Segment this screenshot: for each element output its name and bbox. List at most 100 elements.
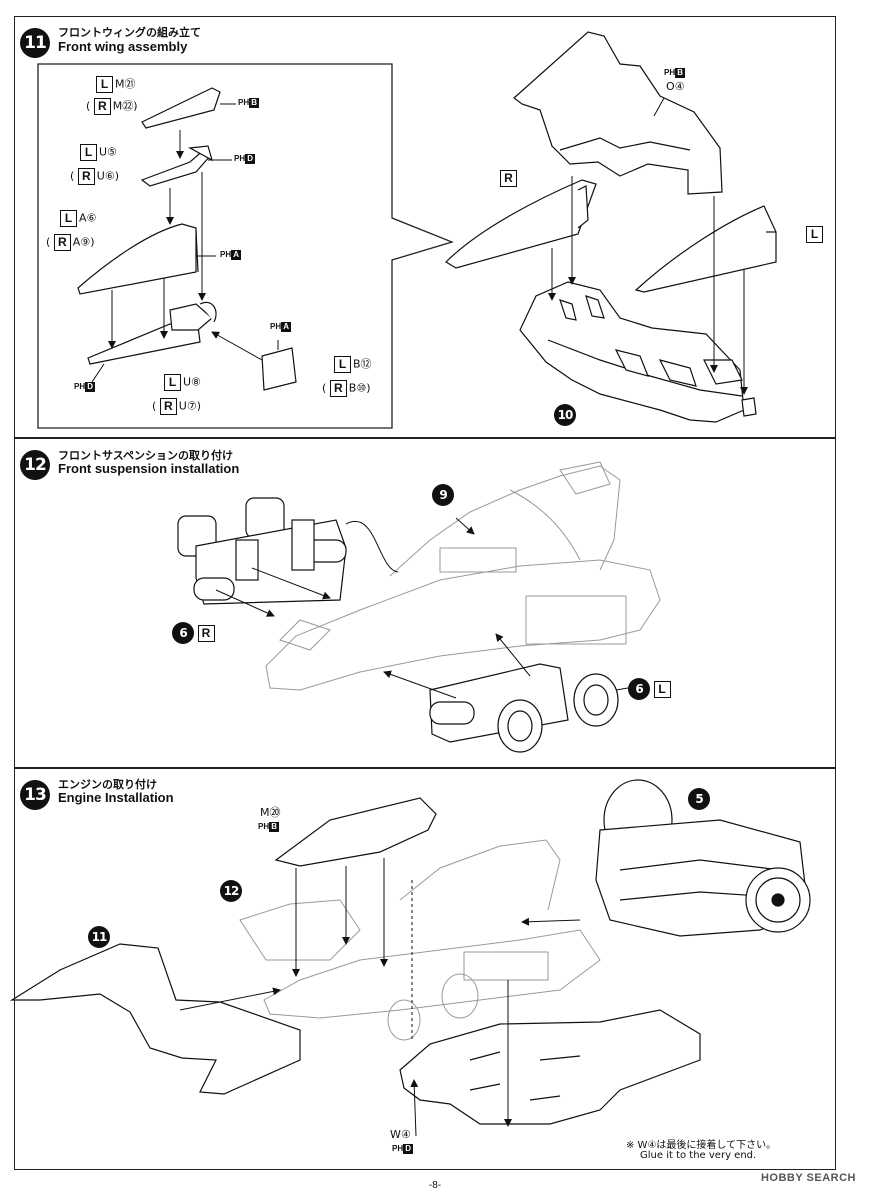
- plating-mark: PH: [220, 250, 232, 259]
- step-11-number: 11: [20, 28, 50, 58]
- paren: (: [322, 381, 327, 395]
- left-marker: L: [164, 374, 181, 391]
- right-marker: R: [53, 234, 71, 251]
- step-13-number: 13: [20, 780, 50, 810]
- main-right-marker: R: [500, 170, 519, 187]
- step-11-detail-inset: [37, 63, 454, 429]
- step-11-inset-parts: [77, 87, 297, 391]
- step-13-parts: [9, 797, 701, 1125]
- glue-note-jp: ※ W④は最後に接着して下さい。: [626, 1140, 777, 1151]
- label-o4: O④: [666, 80, 685, 93]
- paren: ): [196, 399, 202, 413]
- right-marker: R: [77, 168, 95, 185]
- left-marker: L: [334, 356, 351, 373]
- watermark: HOBBY SEARCH: [760, 1172, 856, 1184]
- paren: (: [152, 399, 157, 413]
- plating-mark: PH: [664, 68, 676, 77]
- plating-mark: PH: [238, 98, 250, 107]
- step-11-inset-arrows: [91, 103, 279, 383]
- right-marker: R: [197, 624, 215, 642]
- left-marker: L: [806, 226, 823, 243]
- subassembly-11-badge: 11: [88, 926, 110, 948]
- step-13-title-jp: エンジンの取り付け: [58, 778, 157, 791]
- subassembly-6-badge: 6: [172, 622, 194, 644]
- plating-mark: PH: [392, 1144, 404, 1153]
- plating-letter: D: [85, 382, 96, 392]
- paren: ): [366, 381, 371, 395]
- part-u5: U⑤: [99, 145, 117, 159]
- paren: ): [90, 235, 95, 249]
- step-12-arrows: [215, 517, 629, 699]
- left-marker: L: [653, 680, 671, 698]
- part-u6: U⑥: [96, 169, 115, 183]
- part-u7: U⑦: [178, 399, 197, 413]
- subassembly-5-badge: 5: [688, 788, 710, 810]
- part-u8: U⑧: [183, 375, 201, 389]
- step-12-title-en: Front suspension installation: [58, 461, 240, 476]
- subassembly-9-badge: 9: [432, 484, 454, 506]
- plating-mark: PH: [258, 822, 270, 831]
- step-13-arrows: [179, 858, 581, 1137]
- plating-mark: PH: [234, 154, 246, 163]
- step-12-suspension-r: [177, 497, 347, 605]
- part-m21: M㉑: [115, 77, 136, 91]
- right-marker: R: [93, 98, 111, 115]
- step-11-frame: [14, 16, 836, 438]
- paren: (: [46, 235, 51, 249]
- main-left-marker: L: [806, 226, 825, 243]
- plating-mark: PH: [74, 382, 86, 391]
- part-a6: A⑥: [79, 211, 97, 225]
- plating-letter: B: [675, 68, 686, 78]
- plating-letter: A: [281, 322, 292, 332]
- paren: ): [114, 169, 120, 183]
- suspension-6-r: 6 R: [172, 622, 217, 644]
- step-13-title-en: Engine Installation: [58, 790, 174, 805]
- step-11-title-jp: フロントウィングの組み立て: [58, 26, 201, 39]
- step-11-main-arrows: [548, 97, 748, 395]
- part-b10: B⑩: [348, 381, 367, 395]
- subassembly-10-badge: 10: [554, 404, 576, 426]
- paren: (: [86, 99, 91, 113]
- left-marker: L: [96, 76, 113, 93]
- step-11-main-parts: [445, 31, 777, 423]
- step-12-suspension-l: [429, 663, 619, 753]
- plating-letter: D: [245, 154, 256, 164]
- right-marker: R: [329, 380, 347, 397]
- left-marker: L: [80, 144, 97, 161]
- paren: (: [70, 169, 75, 183]
- page-number: -8-: [428, 1180, 442, 1191]
- part-m22: M㉒: [112, 99, 134, 113]
- part-a9: A⑨: [72, 235, 91, 249]
- step-12-title-jp: フロントサスペンションの取り付け: [58, 449, 234, 462]
- plating-mark: PH: [270, 322, 282, 331]
- label-w4: W④: [390, 1128, 411, 1141]
- step-13-chassis: [239, 839, 601, 1041]
- step-11-title-en: Front wing assembly: [58, 39, 188, 54]
- left-marker: L: [60, 210, 77, 227]
- right-marker: R: [159, 398, 177, 415]
- plating-letter: B: [249, 98, 260, 108]
- subassembly-12-badge: 12: [220, 880, 242, 902]
- paren: ): [133, 99, 138, 113]
- plating-letter: A: [231, 250, 242, 260]
- step-12-frame: [14, 438, 836, 768]
- plating-letter: D: [403, 1144, 414, 1154]
- step-12-chassis: [265, 461, 661, 691]
